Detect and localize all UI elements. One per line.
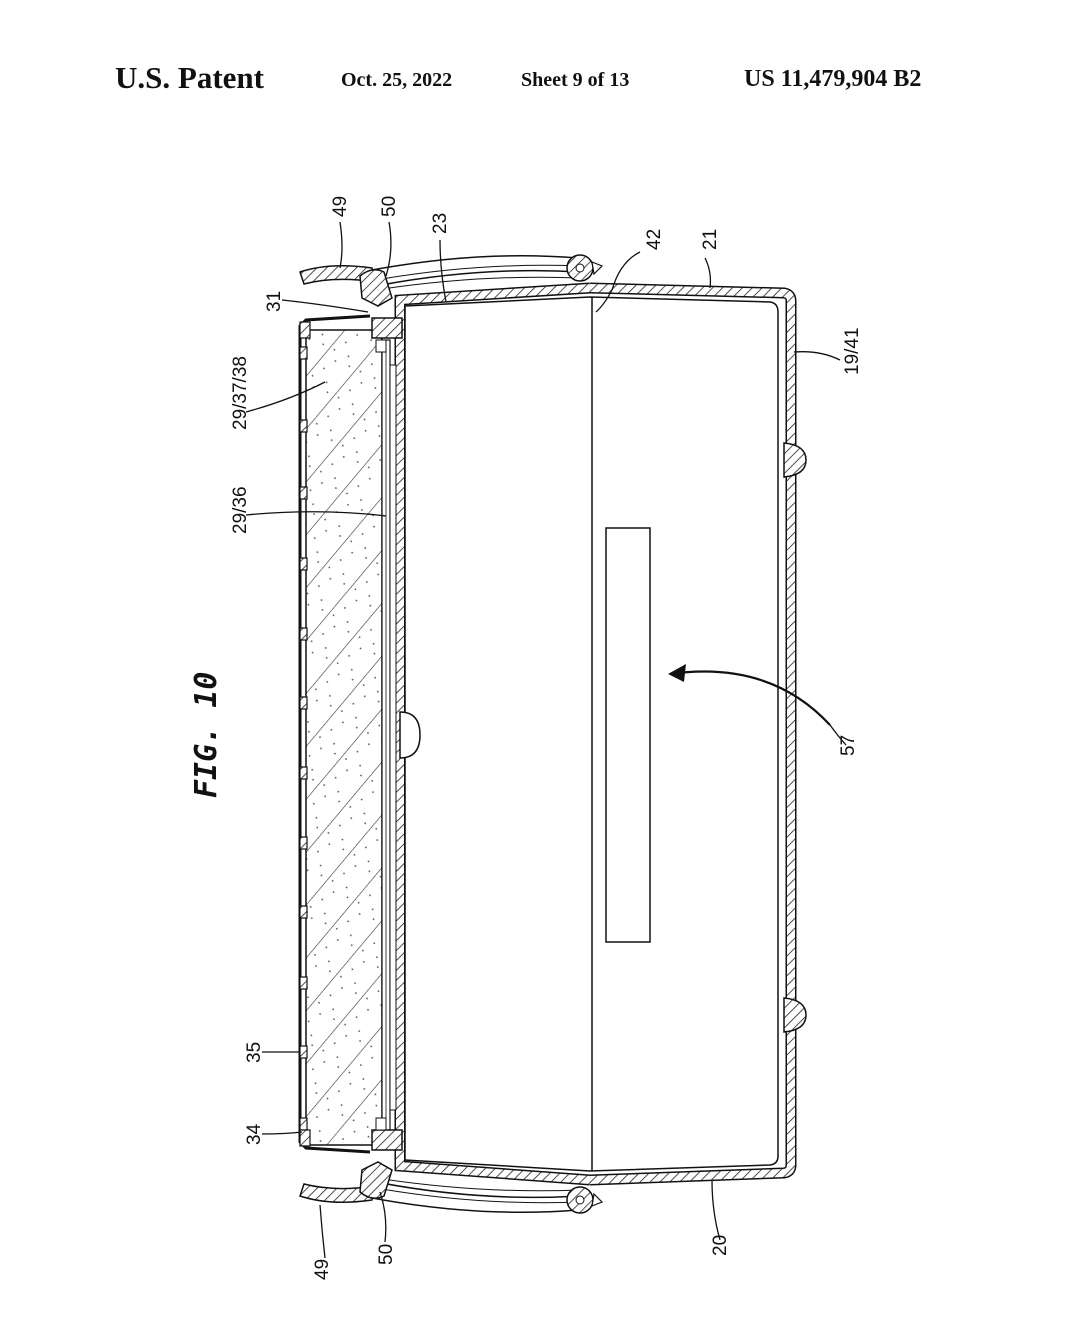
label-42: 42	[644, 229, 665, 250]
label-50-top: 50	[379, 196, 400, 217]
arrow-57-head	[668, 664, 686, 682]
label-57: 57	[838, 735, 859, 756]
label-19-41: 19/41	[842, 327, 863, 375]
lid-frame	[298, 314, 371, 1154]
publication-type: U.S. Patent	[115, 60, 264, 95]
label-49-bottom: 49	[312, 1259, 333, 1280]
label-50-bottom: 50	[376, 1244, 397, 1265]
label-29-37-38: 29/37/38	[230, 356, 251, 430]
label-20: 20	[710, 1235, 731, 1256]
window-rect	[605, 527, 651, 943]
leader-lines	[245, 221, 847, 1259]
lid-insert-29-37-38	[305, 329, 383, 1146]
label-29-36: 29/36	[230, 486, 251, 534]
sheet-number: Sheet 9 of 13	[521, 69, 630, 91]
handle-bottom	[299, 1161, 604, 1214]
patent-number: US 11,479,904 B2	[744, 66, 922, 92]
center-knob	[399, 711, 421, 759]
lid-tabs	[299, 346, 308, 1131]
frame-rail	[389, 364, 397, 1111]
label-31: 31	[264, 291, 285, 312]
arrow-57	[669, 670, 831, 726]
label-21: 21	[700, 229, 721, 250]
label-34: 34	[244, 1123, 265, 1145]
figure-title: FIG. 10	[189, 672, 224, 798]
container-wall-23	[394, 282, 591, 1186]
foot-bump-top	[783, 442, 807, 478]
publication-date: Oct. 25, 2022	[341, 69, 453, 91]
foot-bump-bottom	[783, 997, 807, 1033]
handle-top	[299, 254, 604, 307]
label-49-top: 49	[330, 196, 351, 217]
inner-liner	[404, 296, 779, 1172]
label-23: 23	[430, 213, 451, 234]
label-35: 35	[244, 1042, 265, 1063]
